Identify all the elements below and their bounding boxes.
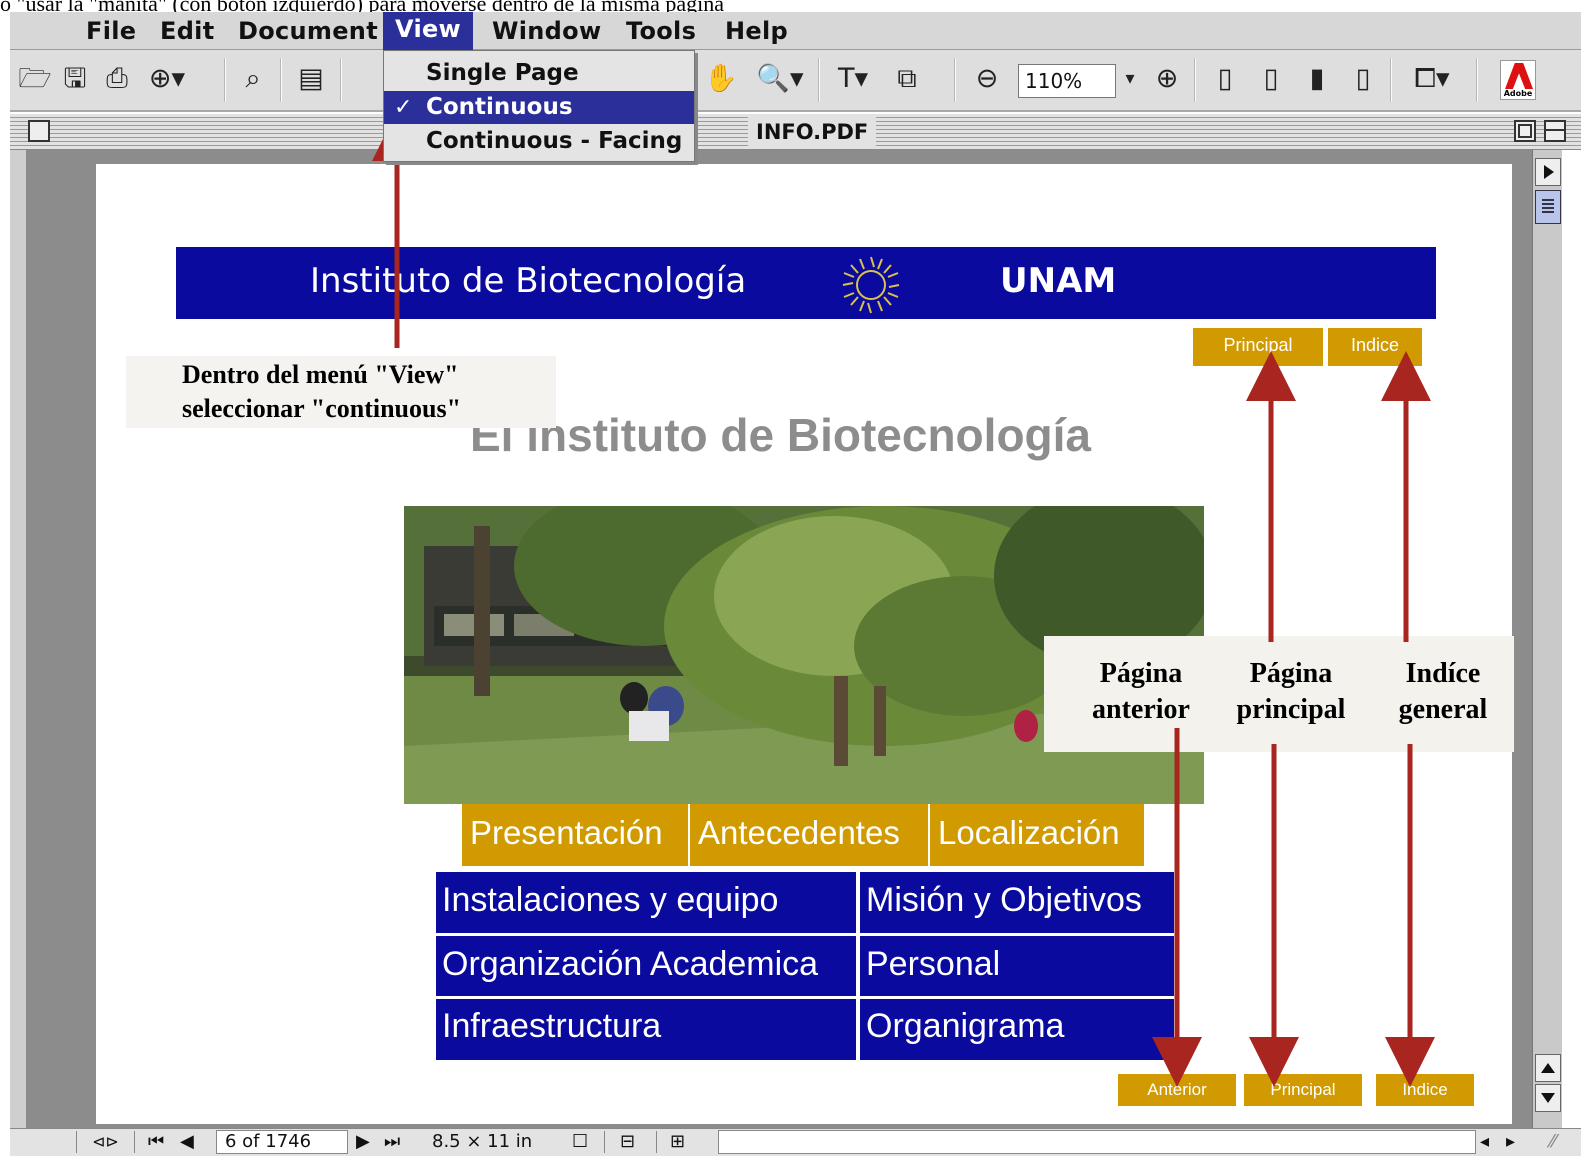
menu-bar: File Edit Document View Window Tools Hel… xyxy=(10,12,1581,50)
instruction-callout: Dentro del menú "View" seleccionar "cont… xyxy=(126,356,556,428)
toolbar: 🗁 🖫 ⎙ ⊕▾ ⌕ ▤ ✋ 🔍▾ T▾ ⧉ ⊖ 110% ▾ ⊕ ▯ ▯ ▮ … xyxy=(10,50,1581,112)
label-indice-general-line2: general xyxy=(1398,694,1488,725)
horizontal-scrollbar[interactable] xyxy=(718,1130,1476,1154)
banner-title: Instituto de Biotecnología xyxy=(310,261,747,301)
window-frame-right xyxy=(1512,150,1532,1130)
page-number-field[interactable]: 6 of 1746 xyxy=(216,1130,348,1154)
single-page-view-icon[interactable]: ☐ xyxy=(572,1131,589,1152)
page-size-label: 8.5 × 11 in xyxy=(432,1131,533,1152)
continuous-view-icon[interactable]: ⊟ xyxy=(620,1131,636,1152)
vertical-scrollbar[interactable] xyxy=(1532,150,1562,1130)
nav-organigrama[interactable]: Organigrama xyxy=(866,1007,1065,1045)
zoom-level-input[interactable]: 110% xyxy=(1018,64,1116,98)
menu-help[interactable]: Help xyxy=(725,17,788,45)
find-icon[interactable]: ⌕ xyxy=(245,63,261,94)
hand-tool-icon[interactable]: ✋ xyxy=(704,63,738,94)
collapse-box-icon[interactable] xyxy=(1544,120,1566,142)
adobe-logo-label: Adobe xyxy=(1503,89,1533,98)
open-icon[interactable]: 🗁 xyxy=(18,63,52,94)
menu-window[interactable]: Window xyxy=(492,17,602,45)
close-box-icon[interactable] xyxy=(28,120,50,142)
previous-page-icon[interactable]: ◀ xyxy=(180,1131,194,1152)
principal-button-top[interactable]: Principal xyxy=(1193,328,1323,366)
anterior-button-bottom[interactable]: Anterior xyxy=(1118,1074,1236,1106)
page-heading: El instituto de Biotecnología xyxy=(470,409,1091,461)
adobe-logo[interactable]: Adobe xyxy=(1500,60,1536,100)
nav-instalaciones[interactable]: Instalaciones y equipo xyxy=(442,881,779,919)
nav-mision[interactable]: Misión y Objetivos xyxy=(866,881,1142,919)
window-title: INFO.PDF xyxy=(748,116,877,148)
resize-grip-icon[interactable]: ⁄⁄ xyxy=(1550,1131,1557,1152)
label-pagina-principal-line2: principal xyxy=(1236,694,1346,725)
scroll-up-arrow-icon[interactable] xyxy=(1535,1054,1561,1082)
first-page-icon[interactable]: ⏮ xyxy=(148,1131,165,1152)
menu-view[interactable]: View xyxy=(383,12,474,50)
menu-edit[interactable]: Edit xyxy=(160,17,215,45)
actual-size-icon[interactable]: ▯ xyxy=(1217,63,1233,94)
banner-unam: UNAM xyxy=(1000,261,1117,301)
label-pagina-principal-line1: Página xyxy=(1249,658,1333,689)
last-page-icon[interactable]: ⏭ xyxy=(384,1131,401,1152)
save-icon[interactable]: 🖫 xyxy=(63,63,87,94)
nav-infraestructura[interactable]: Infraestructura xyxy=(442,1007,662,1045)
status-bar: ⊲⊳ ⏮ ◀ 6 of 1746 ▶ ⏭ 8.5 × 11 in ☐ ⊟ ⊞ ◂… xyxy=(10,1128,1581,1156)
menu-file[interactable]: File xyxy=(86,17,137,45)
show-hide-navigation-icon[interactable]: ▤ xyxy=(298,63,324,94)
menu-document[interactable]: Document xyxy=(238,17,378,45)
zoom-in-tool-icon[interactable]: 🔍▾ xyxy=(756,63,804,94)
menu-tools[interactable]: Tools xyxy=(626,17,697,45)
view-dropdown-menu: Single Page ✓ Continuous Continuous - Fa… xyxy=(383,50,695,162)
indice-button-top[interactable]: Indice xyxy=(1328,328,1422,366)
adobe-a-icon xyxy=(1505,63,1533,89)
scroll-left-arrow-icon[interactable]: ◂ xyxy=(1480,1131,1490,1152)
graphics-select-tool-icon[interactable]: ⧉ xyxy=(897,63,917,94)
menu-item-continuous-label: Continuous xyxy=(426,94,573,120)
document-top-text: o "usar la "manita" (con botón izquierdo… xyxy=(0,0,724,16)
scroll-thumb[interactable] xyxy=(1535,190,1561,224)
rotate-icon[interactable]: ⧠▾ xyxy=(1414,63,1450,94)
callout-line-2: seleccionar "continuous" xyxy=(182,394,462,423)
zoom-box-icon[interactable] xyxy=(1514,120,1536,142)
blue-navigation-grid: Instalaciones y equipo Misión y Objetivo… xyxy=(436,872,1174,1060)
text-select-tool-icon[interactable]: T▾ xyxy=(837,63,869,94)
campus-photo xyxy=(404,506,1204,804)
next-page-icon[interactable]: ▶ xyxy=(356,1131,370,1152)
window-frame-left xyxy=(10,150,98,1130)
label-pagina-anterior-line2: anterior xyxy=(1092,694,1190,725)
page-forward-icon[interactable] xyxy=(1535,158,1561,186)
callout-line-1: Dentro del menú "View" xyxy=(182,360,459,389)
gold-navigation-row: Presentación Antecedentes Localización xyxy=(462,804,1144,866)
nav-organizacion[interactable]: Organización Academica xyxy=(442,945,819,983)
fit-page-icon[interactable]: ▯ xyxy=(1263,63,1279,94)
email-icon[interactable]: ⊕▾ xyxy=(148,63,186,94)
label-pagina-anterior-line1: Página xyxy=(1099,658,1183,689)
nav-antecedentes[interactable]: Antecedentes xyxy=(698,814,900,851)
fit-visible-icon[interactable]: ▯ xyxy=(1355,63,1371,94)
menu-item-continuous[interactable]: ✓ Continuous xyxy=(384,91,694,124)
nav-personal[interactable]: Personal xyxy=(866,945,1001,983)
navigation-labels-panel: Página anterior Página principal Indíce … xyxy=(1044,636,1514,752)
print-icon[interactable]: ⎙ xyxy=(106,63,128,94)
indice-button-bottom[interactable]: Indice xyxy=(1376,1074,1474,1106)
institute-logo-icon xyxy=(842,256,900,314)
continuous-facing-view-icon[interactable]: ⊞ xyxy=(670,1131,686,1152)
label-indice-general-line1: Indíce xyxy=(1405,658,1481,689)
zoom-dropdown-icon[interactable]: ▾ xyxy=(1125,68,1135,89)
window-title-bar[interactable]: INFO.PDF xyxy=(10,114,1581,150)
menu-item-continuous-facing[interactable]: Continuous - Facing xyxy=(426,128,683,154)
scroll-down-arrow-icon[interactable] xyxy=(1535,1084,1561,1112)
checkmark-icon: ✓ xyxy=(394,95,413,120)
fit-width-icon[interactable]: ▮ xyxy=(1309,63,1325,94)
nav-presentacion[interactable]: Presentación xyxy=(470,814,663,851)
zoom-in-icon[interactable]: ⊕ xyxy=(1155,63,1179,94)
nav-localizacion[interactable]: Localización xyxy=(938,814,1120,851)
zoom-out-icon[interactable]: ⊖ xyxy=(975,63,999,94)
institute-banner: Instituto de Biotecnología UNAM xyxy=(176,247,1436,319)
principal-button-bottom[interactable]: Principal xyxy=(1244,1074,1362,1106)
menu-item-single-page[interactable]: Single Page xyxy=(426,60,579,86)
scroll-right-arrow-icon[interactable]: ▸ xyxy=(1506,1131,1516,1152)
navigation-pane-toggle-icon[interactable]: ⊲⊳ xyxy=(92,1132,119,1151)
